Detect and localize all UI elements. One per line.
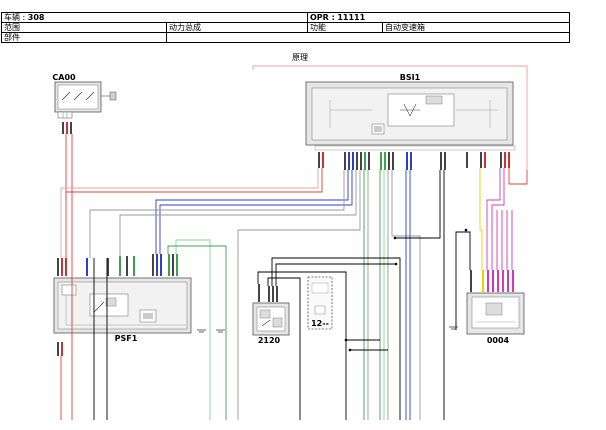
ca00-pin-marks [62,122,72,134]
c2120-pin-marks [258,284,278,302]
ca00-component [54,81,117,119]
c2120-label: 2120 [258,336,281,345]
c0004-label: 0004 [487,336,510,345]
psf1-pin-marks [57,254,178,356]
c12-label: 12-- [311,319,329,328]
ca00-label: CA00 [52,73,76,82]
bsi1-component [305,81,514,146]
psf1-label: PSF1 [115,334,138,343]
header-table: 车辆 : 308 OPR : 11111 范围 动力总成 功能 自动变速箱 部件 [1,12,570,43]
part-value [166,32,570,43]
junction-dots [344,228,468,352]
c0004-pin-marks [470,270,514,292]
c12-component [307,276,333,330]
bsi1-pin-marks [314,145,516,170]
opr-value: 11111 [337,13,366,22]
psf1-component [53,277,192,334]
wires [60,65,528,420]
ground-symbols [197,326,458,333]
section-title: 原理 [292,53,308,62]
c2120-component [252,302,290,336]
bsi1-label: BSI1 [400,73,421,82]
opr-label: OPR : [310,13,335,22]
vehicle-label: 车辆 : [4,13,26,22]
vehicle-value: 308 [27,13,45,22]
c0004-component [466,292,525,335]
